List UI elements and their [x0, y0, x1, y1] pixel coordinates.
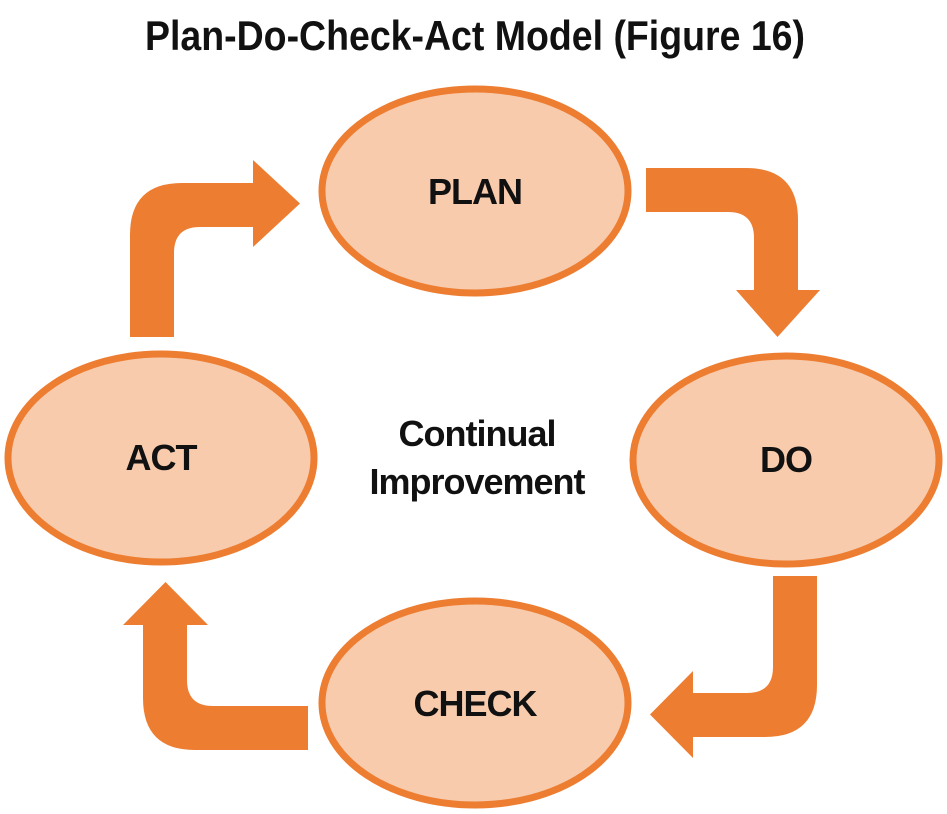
diagram-title: Plan-Do-Check-Act Model (Figure 16) [145, 12, 805, 59]
arrow-check-to-act [123, 582, 308, 750]
node-do-ellipse [629, 352, 943, 568]
node-act-label: ACT [126, 437, 198, 478]
node-do-label: DO [760, 439, 812, 480]
node-check-ellipse [318, 597, 632, 809]
center-label-line1: Continual [399, 413, 556, 454]
node-plan-ellipse [318, 85, 632, 297]
node-act-ellipse [4, 350, 318, 566]
arrow-act-to-plan [130, 160, 300, 337]
node-plan-label: PLAN [428, 171, 522, 212]
arrow-plan-to-do [646, 168, 820, 337]
node-check-label: CHECK [413, 683, 537, 724]
arrow-do-to-check [650, 576, 817, 758]
center-label-line2: Improvement [369, 461, 585, 502]
